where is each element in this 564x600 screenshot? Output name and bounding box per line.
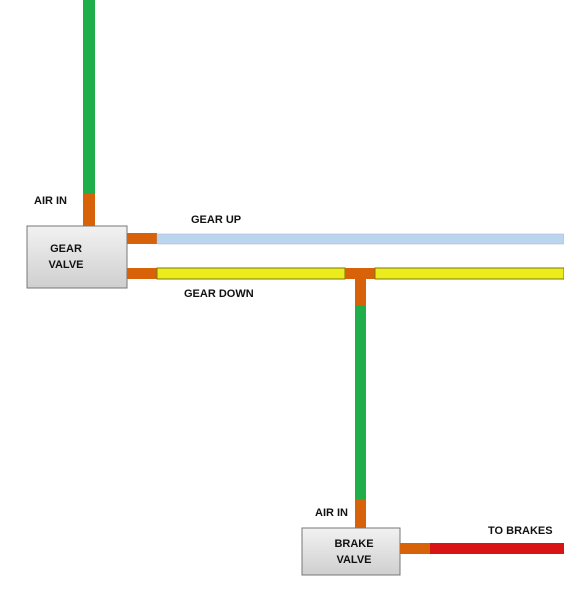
gear-down-line-right — [374, 267, 564, 280]
gear-up-label: GEAR UP — [191, 214, 241, 226]
gear-up-line — [156, 233, 564, 245]
fitting-gear-valve-inlet — [83, 194, 95, 227]
to-brakes-line — [430, 543, 564, 554]
fitting-brake-valve-inlet — [355, 499, 366, 529]
air-supply-line-top — [83, 0, 95, 194]
air-supply-line-brake — [355, 305, 366, 499]
fitting-gear-down — [127, 268, 157, 279]
fitting-brake-outlet — [400, 543, 430, 554]
brake-valve-label-line2: VALVE — [336, 554, 371, 566]
gear-valve-box — [26, 225, 128, 289]
air-in-label-top: AIR IN — [34, 195, 67, 207]
gear-down-label: GEAR DOWN — [184, 288, 254, 300]
tee-fitting-vertical — [355, 279, 366, 305]
fitting-gear-up — [127, 233, 157, 244]
air-in-label-bottom: AIR IN — [315, 507, 348, 519]
gear-valve-label-line2: VALVE — [48, 259, 83, 271]
gear-down-line-left — [156, 267, 346, 280]
brake-valve-box — [301, 527, 401, 576]
gear-valve-label-line1: GEAR — [50, 243, 82, 255]
to-brakes-label: TO BRAKES — [488, 525, 553, 537]
tee-fitting-horizontal — [345, 268, 375, 279]
brake-valve-label-line1: BRAKE — [334, 538, 373, 550]
